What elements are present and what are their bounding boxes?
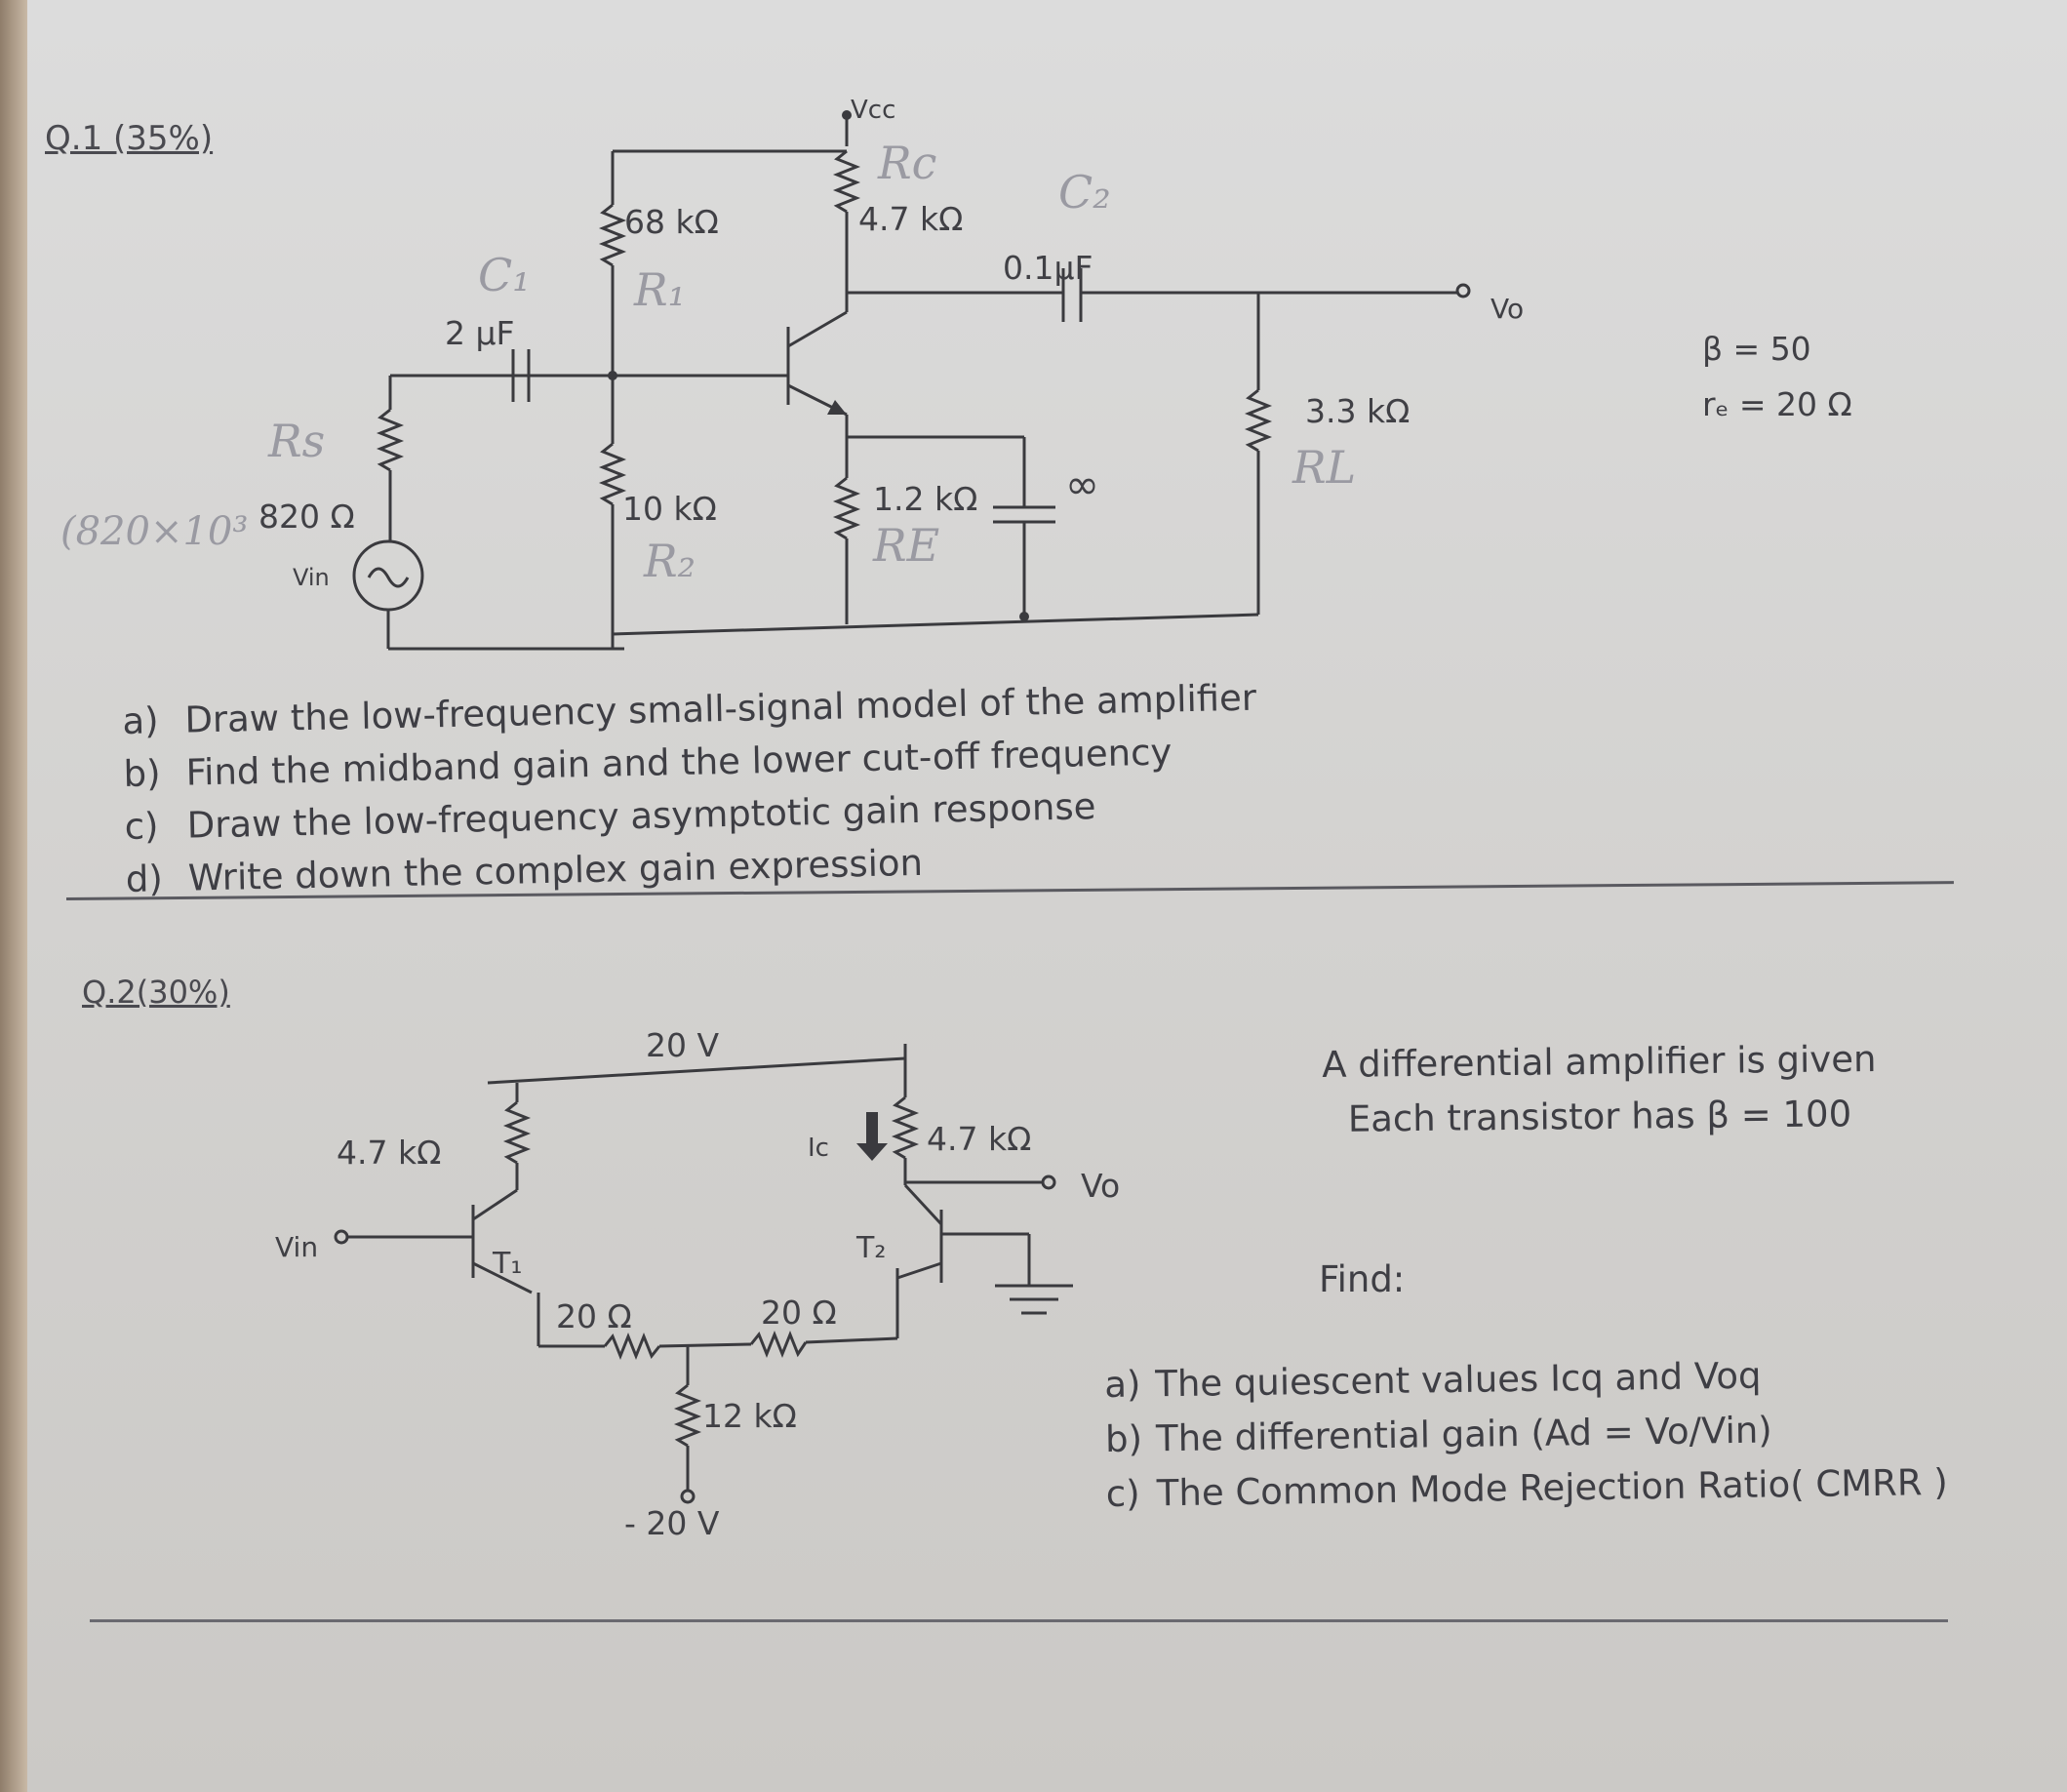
q1-c1-handwritten: C₁ [478, 249, 531, 301]
q1-r2-handwritten: R₂ [644, 535, 696, 587]
q1-r1-handwritten: R₁ [634, 263, 687, 316]
q1-rc-resistor [832, 149, 861, 214]
q2-re-left-value: 20 Ω [556, 1297, 632, 1335]
q1-bjt-collector [787, 310, 848, 348]
q1-rc-handwritten: Rc [878, 137, 937, 189]
q2-t2-label: T₂ [856, 1231, 887, 1265]
q2-re-mid-wire [658, 1342, 752, 1348]
q2-tail-resistor [673, 1383, 702, 1448]
q2-t1-label: T₁ [493, 1247, 523, 1281]
q1-vo-label: Vo [1491, 293, 1525, 325]
q2-rc-right-resistor [891, 1095, 920, 1160]
q2-description: A differential amplifier is given Each t… [1322, 1038, 1877, 1153]
q2-question-list: a)The quiescent values Icq and Voq b)The… [1104, 1352, 1948, 1528]
q2-re-left-resistor [603, 1332, 661, 1361]
q1-rl-resistor [1244, 388, 1273, 453]
q2-re-right-resistor [749, 1330, 808, 1359]
q1-vcc-node [842, 110, 852, 120]
q2-t2-collector [903, 1183, 943, 1226]
q1-re-resistor [832, 476, 861, 540]
q1-rs-resistor [376, 408, 405, 472]
q1-vin-sine [367, 567, 410, 588]
q2-ic-arrow [856, 1112, 888, 1161]
q1-circuit [352, 110, 1471, 651]
q2-re-right-value: 20 Ω [761, 1294, 837, 1332]
q1-rs-handwritten-note: (820×10³ [60, 509, 249, 554]
q2-description-line-1: A differential amplifier is given [1322, 1038, 1877, 1086]
q1-ground-rail-right [612, 613, 1259, 636]
q1-c2-value: 0.1µF [1003, 249, 1093, 287]
footer-rule [90, 1619, 1948, 1622]
q1-vin-label: Vin [293, 564, 330, 591]
q1-vcc-label: Vcc [851, 96, 896, 125]
q2-tail-value: 12 kΩ [702, 1397, 797, 1435]
paper-edge-shadow [0, 0, 27, 1792]
q1-r1-value: 68 kΩ [624, 203, 719, 241]
q2-vin-terminal [334, 1229, 349, 1245]
q1-c2-handwritten: C₂ [1058, 166, 1111, 219]
q1-base-node [608, 371, 617, 380]
q1-output-terminal [1455, 283, 1471, 299]
q1-question-list: a)Draw the low-frequency small-signal mo… [122, 677, 1260, 911]
q1-rs-handwritten: Rs [268, 415, 326, 467]
q2-vin-label: Vin [275, 1231, 319, 1263]
q1-r2-value: 10 kΩ [622, 490, 717, 528]
q2-ic-label: Ic [808, 1134, 829, 1163]
q1-c1-value: 2 µF [445, 314, 515, 352]
q1-re-small-value: rₑ = 20 Ω [1702, 385, 1852, 423]
q1-rl-value: 3.3 kΩ [1305, 392, 1411, 430]
q1-beta-value: β = 50 [1702, 330, 1811, 368]
q1-re-handwritten: RE [873, 519, 940, 572]
q1-ground-node [1019, 612, 1029, 621]
q2-t1-collector [472, 1188, 518, 1221]
q1-ce-value: ∞ [1065, 460, 1099, 508]
q2-supply-neg: - 20 V [624, 1504, 720, 1542]
q2-re-right-wire [805, 1336, 898, 1344]
q2-rc-left-value: 4.7 kΩ [337, 1134, 442, 1172]
q1-heading: Q.1 (35%) [45, 119, 214, 158]
q2-circuit [334, 1044, 1073, 1504]
q1-re-value: 1.2 kΩ [873, 480, 978, 518]
q1-rs-value: 820 Ω [258, 498, 355, 536]
q1-rl-handwritten: RL [1292, 441, 1357, 494]
q2-vo-terminal [1041, 1175, 1056, 1190]
q2-heading: Q.2(30%) [82, 974, 230, 1011]
q1-r1-resistor [598, 203, 627, 267]
q2-t2-emitter [896, 1261, 942, 1280]
q1-rc-value: 4.7 kΩ [858, 200, 964, 238]
q2-rc-left-resistor [502, 1100, 532, 1165]
q1-bjt-arrow [827, 400, 847, 415]
q2-description-line-2: Each transistor has β = 100 [1347, 1093, 1852, 1140]
q1-r2-resistor [598, 442, 627, 506]
q2-supply-pos: 20 V [646, 1026, 720, 1064]
q2-pos-rail [487, 1056, 906, 1085]
q2-neg-terminal [680, 1489, 696, 1504]
q2-find-label: Find: [1319, 1258, 1406, 1300]
q2-rc-right-value: 4.7 kΩ [927, 1120, 1032, 1158]
q2-t1-emitter [472, 1261, 533, 1294]
q2-vo-label: Vo [1081, 1167, 1121, 1205]
